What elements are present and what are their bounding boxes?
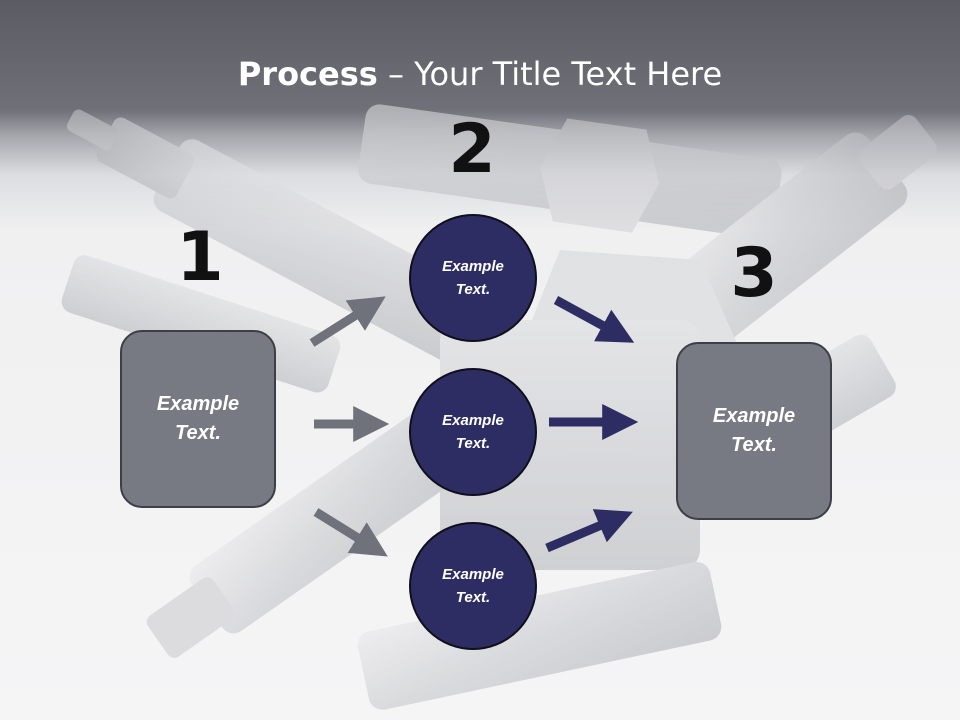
step-number-2: 2 (448, 110, 496, 189)
slide-title: Process – Your Title Text Here (0, 52, 960, 96)
title-bold-part: Process (237, 55, 378, 93)
title-rest-part: – Your Title Text Here (377, 55, 723, 93)
step-number-1: 1 (176, 218, 224, 297)
arrow-right-up (545, 509, 633, 553)
arrow-left-up (309, 296, 386, 347)
step-number-3: 3 (730, 234, 778, 313)
arrow-left-down (313, 508, 388, 557)
arrow-right-down (553, 296, 635, 343)
